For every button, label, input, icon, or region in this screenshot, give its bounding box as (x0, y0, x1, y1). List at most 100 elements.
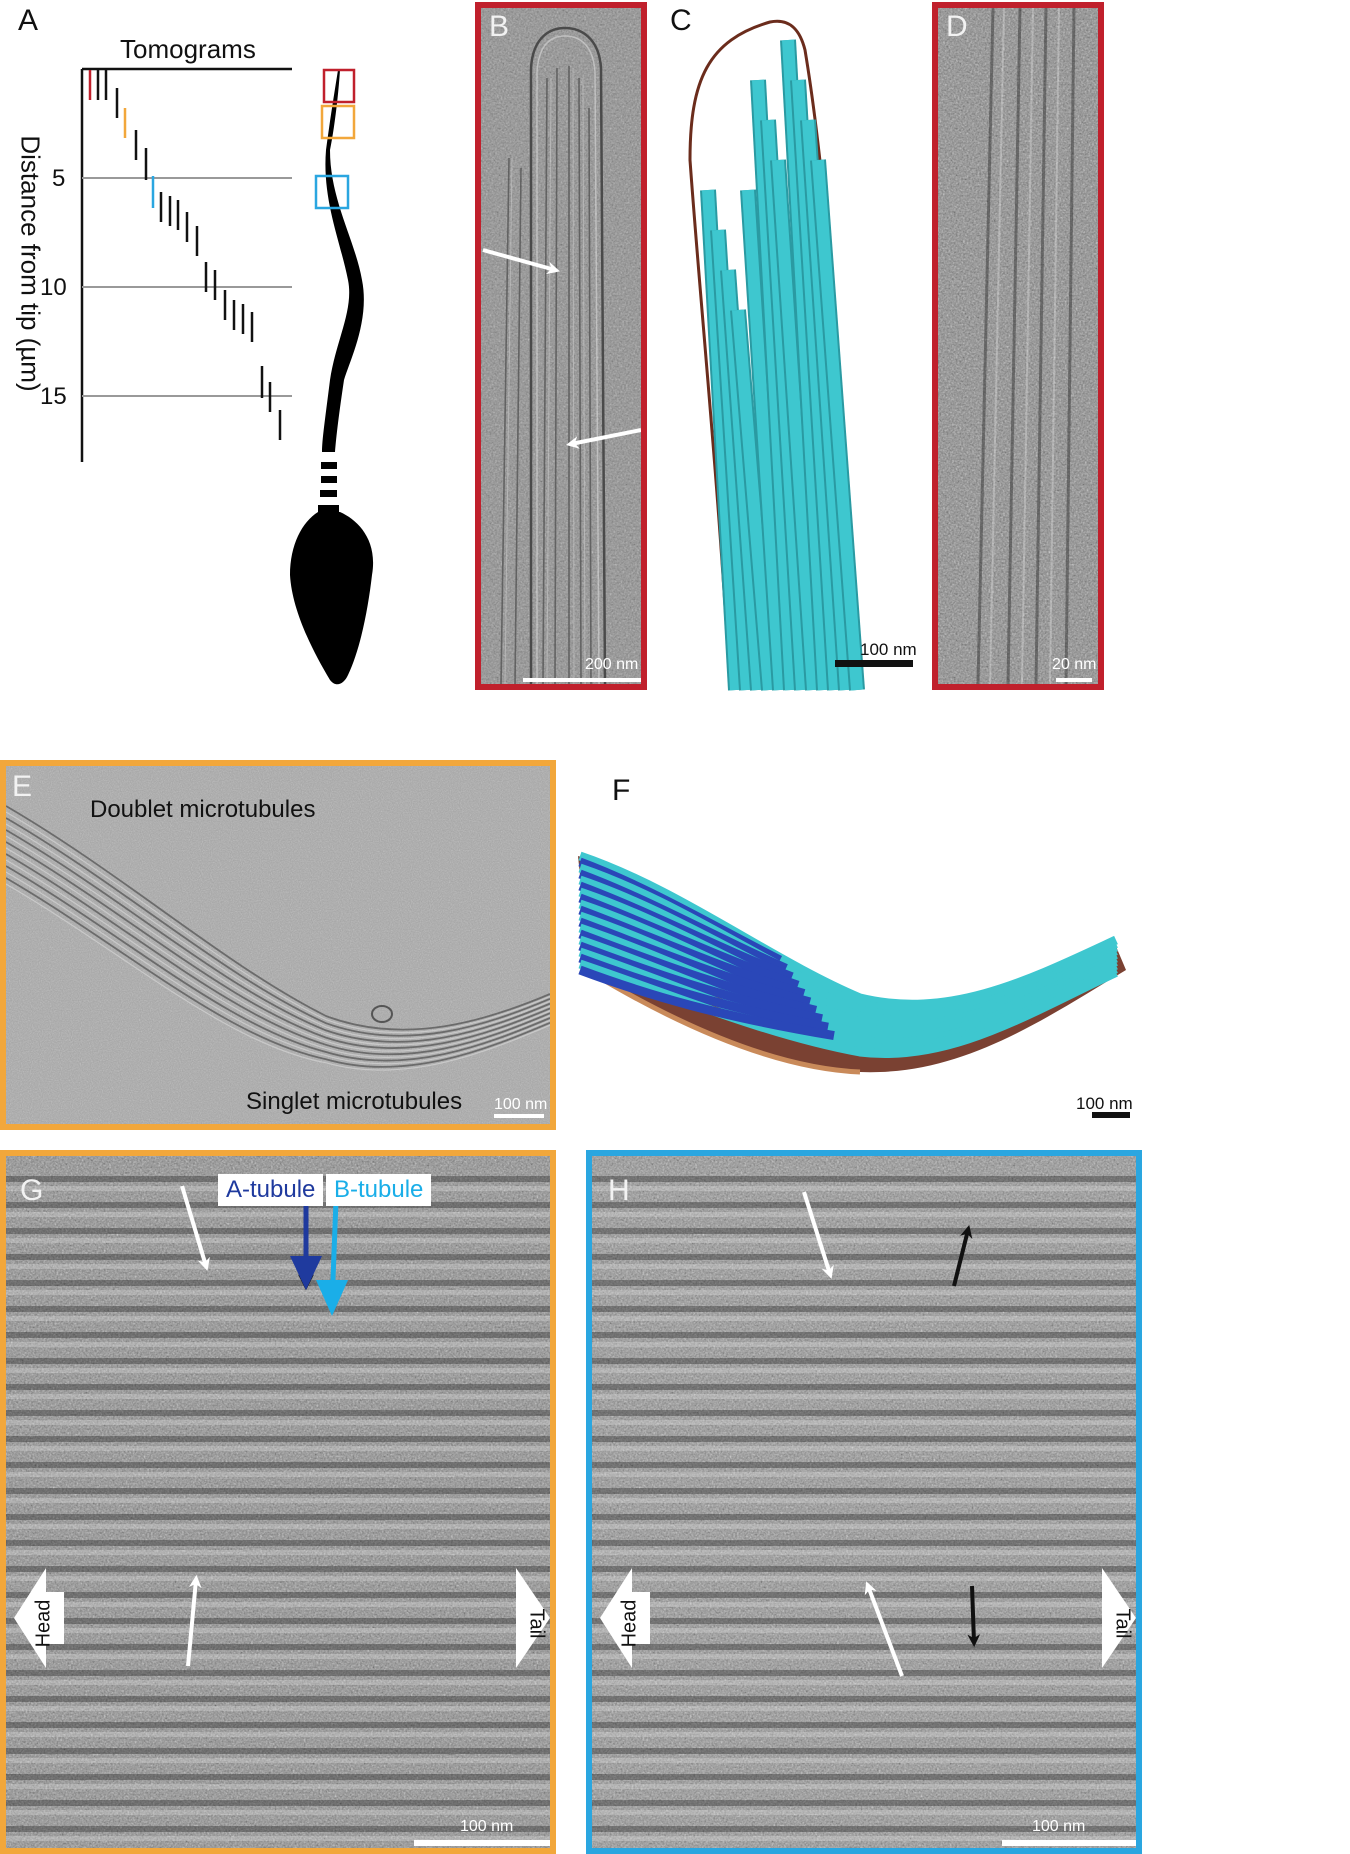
panel-e-letter: E (12, 770, 33, 803)
white-arrow (802, 1191, 834, 1279)
protofilament-band-dark (6, 1670, 550, 1676)
protofilament-band-light (6, 1732, 550, 1737)
microtubule-cylinder (732, 309, 775, 691)
protofilament-band-dark (592, 1462, 1136, 1468)
protofilament-band-light (592, 1186, 1136, 1191)
protofilament-band-dark (592, 1748, 1136, 1754)
protofilament-band-light (6, 1498, 550, 1503)
protofilament-band-dark (6, 1826, 550, 1832)
tomogram-image-g (6, 1156, 550, 1848)
panel-d-letter: D (946, 10, 968, 43)
scalebar-d-label: 20 nm (1052, 656, 1097, 673)
protofilament-band-dark (6, 1306, 550, 1312)
sperm-midpiece-segment (321, 462, 337, 469)
protofilament-band-light (6, 1446, 550, 1451)
microtubule-trace (6, 823, 550, 1040)
protofilament-band-light (592, 1758, 1136, 1763)
protofilament-band-dark (592, 1514, 1136, 1520)
panel-d: D 20 nm (932, 2, 1104, 690)
protofilament-band-dark (6, 1462, 550, 1468)
protofilament-band-dark (6, 1410, 550, 1416)
protofilament-band-dark (6, 1618, 550, 1624)
tail-direction-arrow (1102, 1568, 1136, 1668)
tomogram-image-e (6, 766, 550, 1124)
protofilament-band-light (592, 1550, 1136, 1555)
protofilament-band-light (592, 1706, 1136, 1711)
protofilament-band-dark (592, 1774, 1136, 1780)
protofilament-band-light (6, 1706, 550, 1711)
protofilament-band-light (6, 1524, 550, 1529)
protofilament-band-light (6, 1238, 550, 1243)
tomogram-distance-plot (80, 67, 374, 685)
protofilament-band-dark (6, 1436, 550, 1442)
scalebar-e (494, 1114, 544, 1118)
protofilament-band-dark (592, 1280, 1136, 1286)
scalebar-c (835, 660, 913, 667)
white-arrow (186, 1574, 202, 1667)
protofilament-band-light (592, 1290, 1136, 1295)
scalebar-e-label: 100 nm (494, 1096, 548, 1113)
microtubule-trace (6, 841, 550, 1049)
scalebar-h-label: 100 nm (1032, 1818, 1086, 1835)
protofilament-band-dark (592, 1332, 1136, 1338)
protofilament-band-dark (592, 1722, 1136, 1728)
protofilament-band-dark (6, 1228, 550, 1234)
protofilament-band-light (592, 1628, 1136, 1633)
protofilament-band-dark (592, 1644, 1136, 1650)
tail-label: Tail (525, 1608, 548, 1639)
protofilament-band-dark (6, 1280, 550, 1286)
protofilament-band-light (592, 1732, 1136, 1737)
protofilament-band-light (592, 1420, 1136, 1425)
panel-f-letter: F (612, 774, 631, 807)
microtubule-trace (6, 883, 550, 1071)
protofilament-band-light (592, 1264, 1136, 1269)
microtubule-model-f (578, 851, 1126, 1075)
microtubule-trace (6, 853, 550, 1056)
protofilament-band-dark (592, 1592, 1136, 1598)
panel-h: H Head Tail 100 nm (586, 1150, 1142, 1854)
microtubule-cylinder (702, 189, 742, 691)
panel-f: F 100 nm (560, 760, 1140, 1130)
sperm-schematic (290, 70, 374, 685)
scalebar-b-label: 200 nm (585, 656, 639, 673)
head-label: Head (32, 1599, 55, 1648)
protofilament-band-dark (6, 1384, 550, 1390)
head-direction-arrow (14, 1568, 64, 1668)
protofilament-band-light (592, 1576, 1136, 1581)
protofilament-band-dark (6, 1358, 550, 1364)
a-tubule-cylinder (578, 953, 829, 1032)
protofilament-band-light (6, 1550, 550, 1555)
protofilament-band-dark (592, 1696, 1136, 1702)
tick-label-15: 15 (40, 383, 67, 410)
protofilament-band-light (592, 1212, 1136, 1217)
scalebar-g (414, 1840, 550, 1846)
singlet-label: Singlet microtubules (246, 1088, 463, 1115)
scalebar-f (1092, 1112, 1130, 1118)
protofilament-band-dark (6, 1514, 550, 1520)
a-tubule-label: A-tubule (218, 1174, 324, 1206)
white-arrow (864, 1581, 904, 1677)
microtubule-trace (6, 835, 550, 1046)
protofilament-band-dark (592, 1410, 1136, 1416)
scalebar-b (523, 678, 641, 682)
protofilament-band-dark (592, 1254, 1136, 1260)
protofilament-band-light (6, 1290, 550, 1295)
protofilament-band-light (592, 1238, 1136, 1243)
protofilament-band-light (6, 1784, 550, 1789)
microtubule-trace (6, 805, 550, 1031)
protofilament-band-light (6, 1810, 550, 1815)
scalebar-h (1002, 1840, 1136, 1846)
protofilament-band-dark (592, 1228, 1136, 1234)
panel-c: C 100 nm (660, 0, 922, 700)
microtubule-trace (6, 859, 550, 1059)
a-tubule-cylinder (578, 941, 823, 1024)
protofilament-band-light (592, 1602, 1136, 1607)
protofilament-band-dark (592, 1566, 1136, 1572)
protofilament-band-dark (592, 1670, 1136, 1676)
protofilament-band-dark (592, 1176, 1136, 1182)
protofilament-band-dark (6, 1774, 550, 1780)
protofilament-band-dark (6, 1696, 550, 1702)
microtubule-trace (6, 829, 550, 1043)
tomogram-image-h (592, 1156, 1136, 1848)
a-tubule-cylinder (578, 965, 835, 1041)
